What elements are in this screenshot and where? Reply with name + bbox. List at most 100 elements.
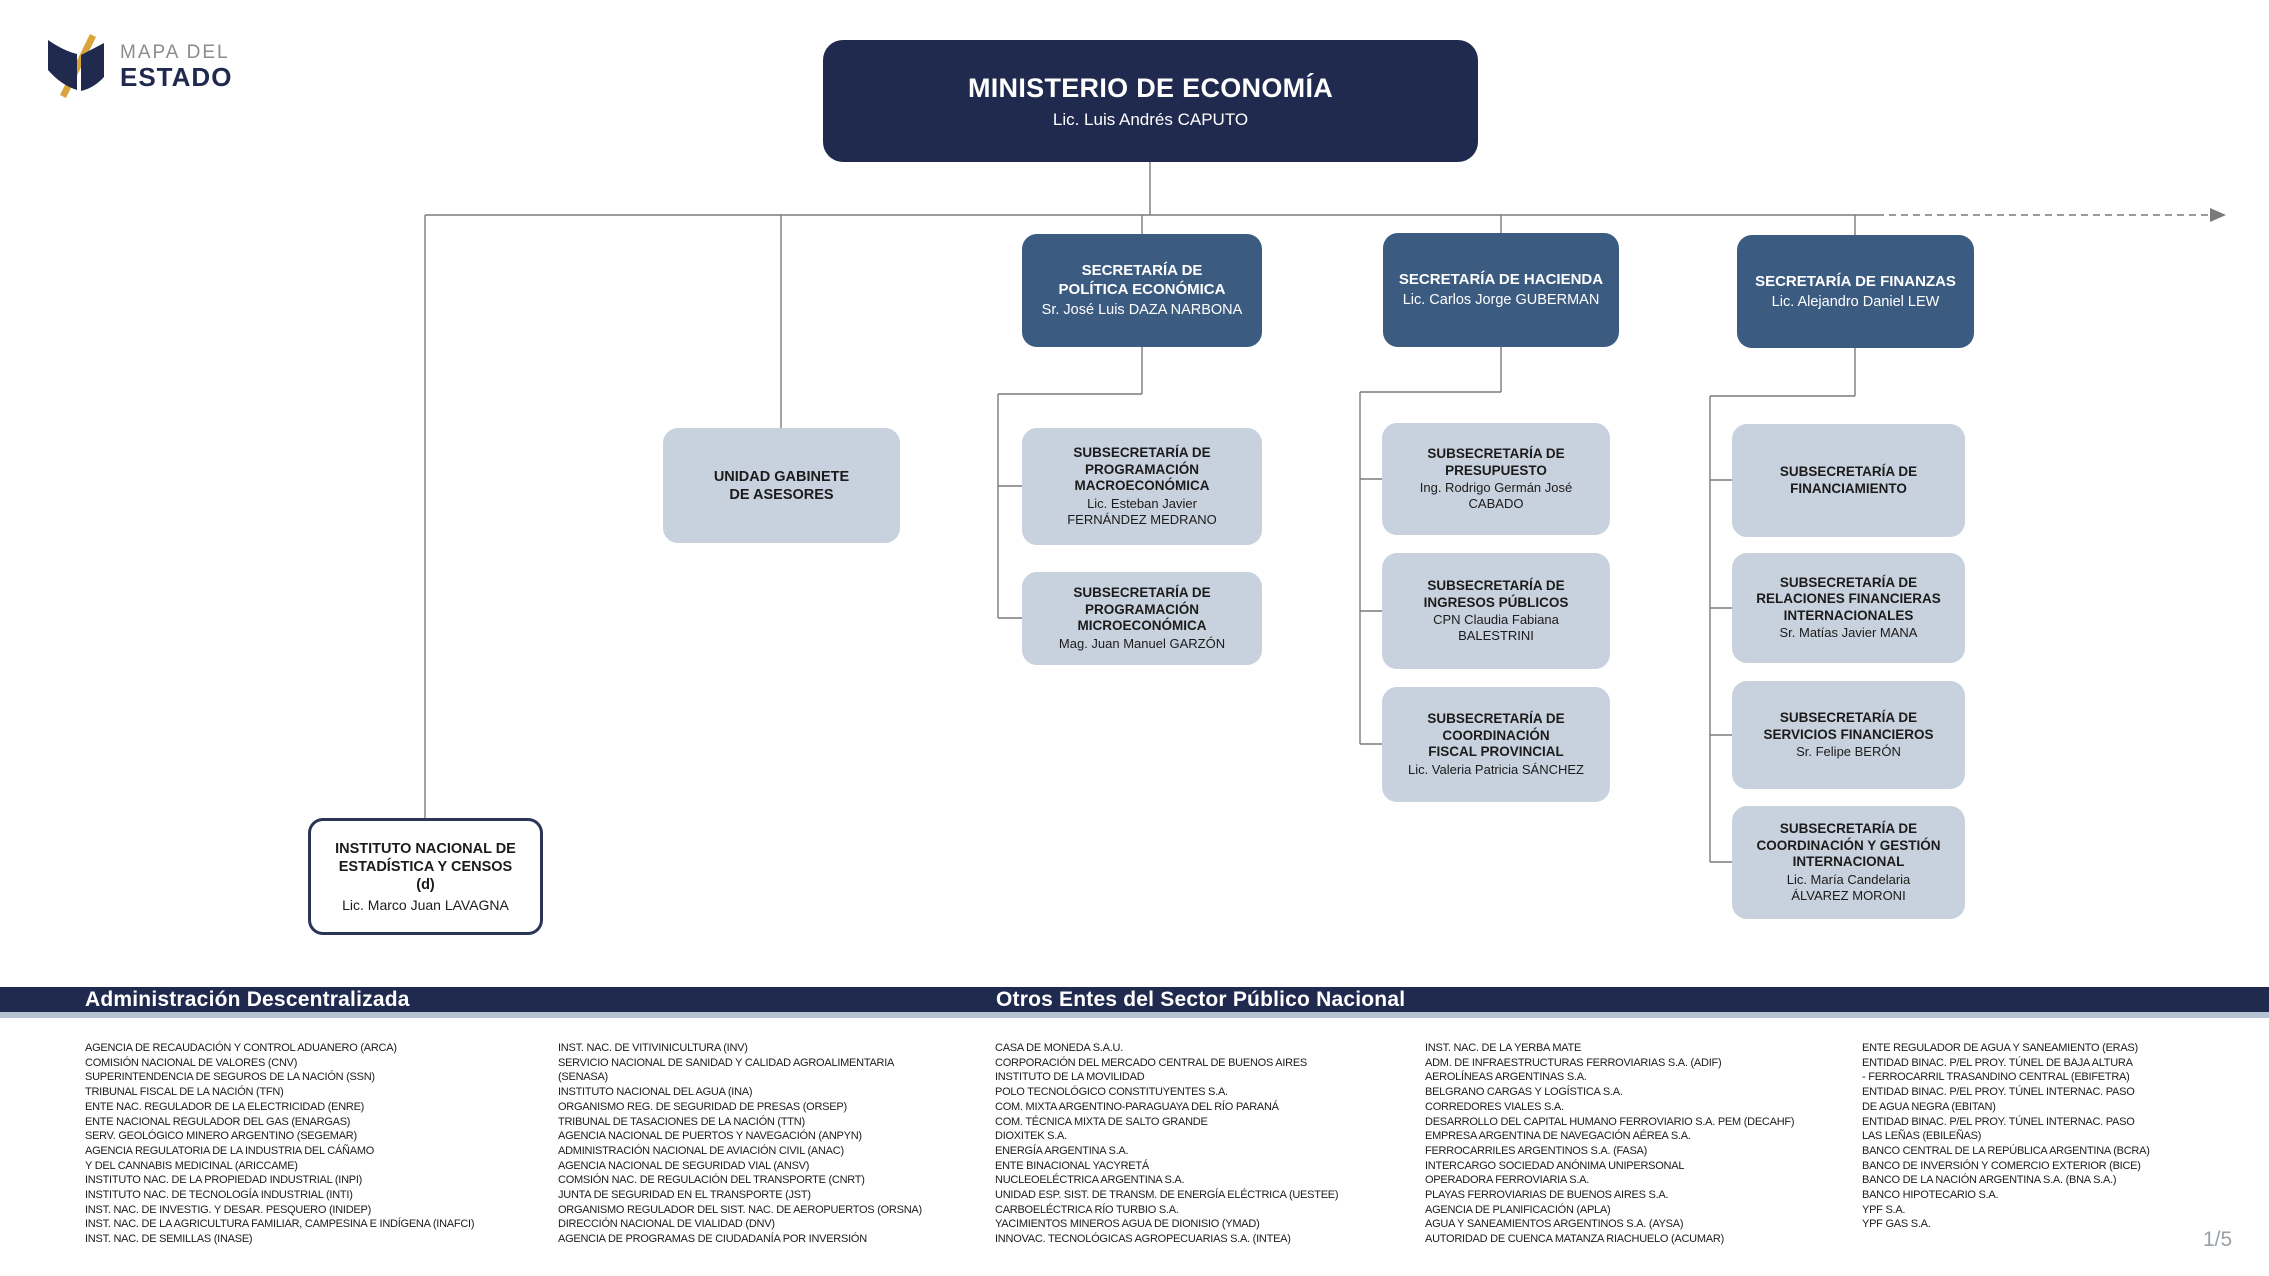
- list-item: AGUA Y SANEAMIENTOS ARGENTINOS S.A. (AYS…: [1425, 1218, 1684, 1231]
- list-item: AGENCIA DE PLANIFICACIÓN (APLA): [1425, 1203, 1611, 1216]
- org-box-secretaria-politica-economica: SECRETARÍA DE POLÍTICA ECONÓMICA Sr. Jos…: [1022, 234, 1262, 347]
- org-box-title: SUBSECRETARÍA DE PROGRAMACIÓN MACROECONÓ…: [1073, 445, 1211, 494]
- org-box-secretaria-hacienda: SECRETARÍA DE HACIENDA Lic. Carlos Jorge…: [1383, 233, 1619, 347]
- org-box-subsec-coordinacion-gestion-internacional: SUBSECRETARÍA DE COORDINACIÓN Y GESTIÓN …: [1732, 806, 1965, 919]
- list-item: INSTITUTO NAC. DE LA PROPIEDAD INDUSTRIA…: [85, 1174, 363, 1187]
- org-box-subsec-programacion-microeconomica: SUBSECRETARÍA DE PROGRAMACIÓN MICROECONÓ…: [1022, 572, 1262, 665]
- list-item: FERROCARRILES ARGENTINOS S.A. (FASA): [1425, 1144, 1648, 1157]
- list-item: JUNTA DE SEGURIDAD EN EL TRANSPORTE (JST…: [558, 1189, 811, 1202]
- org-box-name: Ing. Rodrigo Germán José CABADO: [1419, 480, 1573, 511]
- org-box-subsec-servicios-financieros: SUBSECRETARÍA DE SERVICIOS FINANCIEROS S…: [1732, 681, 1965, 789]
- org-box-subsec-ingresos-publicos: SUBSECRETARÍA DE INGRESOS PÚBLICOS CPN C…: [1382, 553, 1610, 669]
- list-item: INST. NAC. DE SEMILLAS (INASE): [85, 1233, 253, 1246]
- list-item: ENTIDAD BINAC. P/EL PROY. TÚNEL INTERNAC…: [1862, 1086, 2135, 1113]
- list-item: SERVICIO NACIONAL DE SANIDAD Y CALIDAD A…: [558, 1056, 895, 1084]
- org-box-title: UNIDAD GABINETE DE ASESORES: [713, 468, 850, 503]
- list-item: YPF S.A.: [1862, 1203, 1906, 1216]
- list-item: EMPRESA ARGENTINA DE NAVEGACIÓN AÉREA S.…: [1425, 1130, 1691, 1143]
- list-item: BANCO DE INVERSIÓN Y COMERCIO EXTERIOR (…: [1862, 1159, 2141, 1172]
- list-item: AGENCIA NACIONAL DE PUERTOS Y NAVEGACIÓN…: [558, 1130, 862, 1143]
- mapa-del-estado-logo: MAPA DEL ESTADO: [46, 34, 232, 98]
- section-header-administracion-descentralizada: Administración Descentralizada: [85, 988, 410, 1011]
- logo-text-mapa-del: MAPA DEL: [120, 42, 230, 63]
- list-item: AGENCIA DE PROGRAMAS DE CIUDADANÍA POR I…: [558, 1233, 867, 1246]
- logo-text-estado: ESTADO: [120, 62, 233, 92]
- list-item: INST. NAC. DE INVESTIG. Y DESAR. PESQUER…: [85, 1203, 371, 1216]
- org-box-title: SUBSECRETARÍA DE FINANCIAMIENTO: [1779, 464, 1918, 496]
- list-item: PLAYAS FERROVIARIAS DE BUENOS AIRES S.A.: [1425, 1189, 1669, 1202]
- org-box-name: Lic. María Candelaria ÁLVAREZ MORONI: [1786, 871, 1911, 903]
- org-box-subsec-relaciones-financieras-internacionales: SUBSECRETARÍA DE RELACIONES FINANCIERAS …: [1732, 553, 1965, 663]
- list-item: ORGANISMO REGULADOR DEL SIST. NAC. DE AE…: [558, 1203, 922, 1216]
- list-item: AGENCIA REGULATORIA DE LA INDUSTRIA DEL …: [85, 1144, 375, 1172]
- list-item: AGENCIA DE RECAUDACIÓN Y CONTROL ADUANER…: [85, 1042, 397, 1054]
- org-box-name: Lic. Carlos Jorge GUBERMAN: [1402, 292, 1600, 308]
- section-header-band: Administración Descentralizada Otros Ent…: [0, 987, 2269, 1012]
- org-box-title: SUBSECRETARÍA DE COORDINACIÓN Y GESTIÓN …: [1756, 821, 1941, 870]
- list-item: INTERCARGO SOCIEDAD ANÓNIMA UNIPERSONAL: [1425, 1159, 1685, 1172]
- list-item: AUTORIDAD DE CUENCA MATANZA RIACHUELO (A…: [1425, 1233, 1724, 1246]
- list-item: DESARROLLO DEL CAPITAL HUMANO FERROVIARI…: [1425, 1115, 1795, 1128]
- descentralizada-list-col-1: AGENCIA DE RECAUDACIÓN Y CONTROL ADUANER…: [85, 1041, 555, 1247]
- list-item: COM. TÉCNICA MIXTA DE SALTO GRANDE: [995, 1115, 1208, 1128]
- list-item: YPF GAS S.A.: [1862, 1218, 1931, 1231]
- list-item: ENTIDAD BINAC. P/EL PROY. TÚNEL INTERNAC…: [1862, 1115, 2135, 1143]
- list-item: CORPORACIÓN DEL MERCADO CENTRAL DE BUENO…: [995, 1056, 1307, 1069]
- org-box-name: Lic. Esteban Javier FERNÁNDEZ MEDRANO: [1067, 495, 1217, 527]
- list-item: INSTITUTO DE LA MOVILIDAD: [995, 1071, 1145, 1084]
- list-item: ADMINISTRACIÓN NACIONAL DE AVIACIÓN CIVI…: [558, 1144, 844, 1157]
- list-item: DIOXITEK S.A.: [995, 1130, 1067, 1143]
- list-item: YACIMIENTOS MINEROS AGUA DE DIONISIO (YM…: [995, 1218, 1260, 1231]
- list-item: AGENCIA NACIONAL DE SEGURIDAD VIAL (ANSV…: [558, 1159, 810, 1172]
- otros-entes-list-col-1: CASA DE MONEDA S.A.U. CORPORACIÓN DEL MER…: [995, 1041, 1423, 1247]
- list-item: BELGRANO CARGAS Y LOGÍSTICA S.A.: [1425, 1086, 1623, 1099]
- list-item: BANCO DE LA NACIÓN ARGENTINA S.A. (BNA S…: [1862, 1174, 2117, 1187]
- list-item: NUCLEOELÉCTRICA ARGENTINA S.A.: [995, 1174, 1185, 1187]
- org-box-title: MINISTERIO DE ECONOMÍA: [967, 73, 1334, 103]
- org-box-title: SUBSECRETARÍA DE PROGRAMACIÓN MICROECONÓ…: [1073, 585, 1211, 634]
- list-item: INSTITUTO NACIONAL DEL AGUA (INA): [558, 1086, 753, 1099]
- org-box-name: Sr. José Luis DAZA NARBONA: [1041, 302, 1243, 318]
- org-box-subsec-coordinacion-fiscal-provincial: SUBSECRETARÍA DE COORDINACIÓN FISCAL PRO…: [1382, 687, 1610, 802]
- org-box-name: CPN Claudia Fabiana BALESTRINI: [1433, 612, 1559, 643]
- list-item: BANCO HIPOTECARIO S.A.: [1862, 1189, 1999, 1202]
- list-item: CARBOELÉCTRICA RÍO TURBIO S.A.: [995, 1203, 1179, 1216]
- org-box-title: SECRETARÍA DE POLÍTICA ECONÓMICA: [1058, 262, 1226, 298]
- org-box-name: Lic. Luis Andrés CAPUTO: [1052, 110, 1249, 129]
- list-item: POLO TECNOLÓGICO CONSTITUYENTES S.A.: [995, 1086, 1228, 1099]
- org-box-unidad-gabinete-asesores: UNIDAD GABINETE DE ASESORES: [663, 428, 900, 543]
- otros-entes-list-col-3: ENTE REGULADOR DE AGUA Y SANEAMIENTO (ER…: [1862, 1041, 2267, 1232]
- list-item: SUPERINTENDENCIA DE SEGUROS DE LA NACIÓN…: [85, 1071, 375, 1084]
- org-box-subsec-financiamiento: SUBSECRETARÍA DE FINANCIAMIENTO: [1732, 424, 1965, 537]
- org-box-name: Lic. Marco Juan LAVAGNA: [342, 896, 509, 913]
- list-item: CORREDORES VIALES S.A.: [1425, 1100, 1564, 1113]
- org-box-name: Sr. Felipe BERÓN: [1796, 744, 1901, 759]
- org-box-secretaria-finanzas: SECRETARÍA DE FINANZAS Lic. Alejandro Da…: [1737, 235, 1974, 348]
- list-item: CASA DE MONEDA S.A.U.: [995, 1042, 1124, 1054]
- list-item: DIRECCIÓN NACIONAL DE VIALIDAD (DNV): [558, 1218, 775, 1231]
- org-box-ministerio-economia: MINISTERIO DE ECONOMÍA Lic. Luis Andrés …: [823, 40, 1478, 162]
- list-item: COMSIÓN NAC. DE REGULACIÓN DEL TRANSPORT…: [558, 1174, 865, 1187]
- flag-icon: [48, 34, 104, 98]
- org-box-title: SUBSECRETARÍA DE PRESUPUESTO: [1427, 446, 1565, 478]
- descentralizada-list-col-2: INST. NAC. DE VITIVINICULTURA (INV)SERVI…: [558, 1041, 993, 1247]
- list-item: INST. NAC. DE LA YERBA MATE: [1425, 1042, 1582, 1054]
- list-item: INNOVAC. TECNOLÓGICAS AGROPECUARIAS S.A.…: [995, 1233, 1291, 1246]
- section-header-underline: [0, 1012, 2269, 1018]
- org-box-title: SECRETARÍA DE FINANZAS: [1755, 272, 1956, 290]
- org-box-indec: INSTITUTO NACIONAL DE ESTADÍSTICA Y CENS…: [308, 818, 543, 935]
- list-item: COM. MIXTA ARGENTINO-PARAGUAYA DEL RÍO P…: [995, 1100, 1279, 1113]
- list-item: SERV. GEOLÓGICO MINERO ARGENTINO (SEGEMA…: [85, 1130, 357, 1143]
- list-item: OPERADORA FERROVIARIA S.A.: [1425, 1174, 1590, 1187]
- list-item: ENTIDAD BINAC. P/EL PROY. TÚNEL DE BAJA …: [1862, 1056, 2133, 1084]
- page-indicator: 1/5: [2203, 1228, 2233, 1251]
- org-box-name: Mag. Juan Manuel GARZÓN: [1058, 635, 1226, 651]
- org-box-title: SUBSECRETARÍA DE COORDINACIÓN FISCAL PRO…: [1427, 711, 1565, 760]
- list-item: ENERGÍA ARGENTINA S.A.: [995, 1144, 1129, 1157]
- list-item: ENTE NACIONAL REGULADOR DEL GAS (ENARGAS…: [85, 1115, 351, 1128]
- org-box-name: Sr. Matías Javier MANA: [1779, 625, 1918, 641]
- org-box-name: Lic. Alejandro Daniel LEW: [1771, 293, 1940, 310]
- list-item: UNIDAD ESP. SIST. DE TRANSM. DE ENERGÍA …: [995, 1189, 1339, 1202]
